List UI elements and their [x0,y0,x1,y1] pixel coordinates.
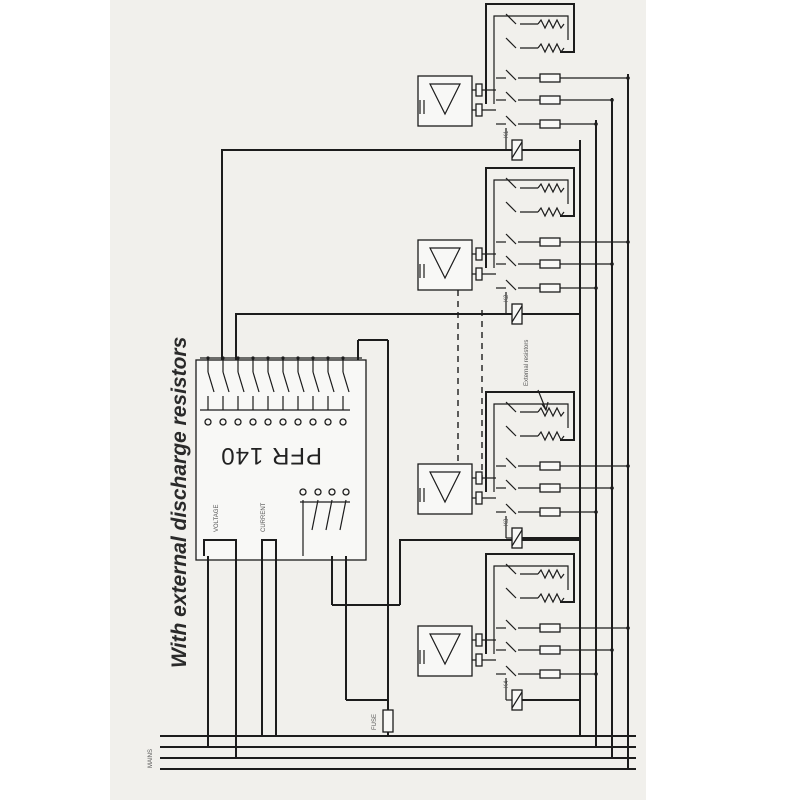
capacitor-bank [417,625,496,677]
phase-risers [579,74,629,769]
wiring-diagram: With external discharge resistors MAINS … [148,3,636,770]
aux-contact [505,425,517,437]
stage-label: K2 [504,294,510,302]
power-contact [496,91,614,105]
contactor-coil [505,128,580,161]
power-contact [496,665,598,679]
output-contact [204,356,215,426]
stage-fuse [539,483,561,493]
control-fuse: FUSE [372,709,394,736]
stage-fuse [539,73,561,83]
stage-label: K4 [504,680,510,688]
discharge-resistor [520,430,565,442]
stage-fuse [539,259,561,269]
stage-fuse [539,669,561,679]
stage-fuse [539,461,561,471]
output-contact [279,356,290,426]
aux-contact [505,401,517,413]
stage-fuse [539,95,561,105]
discharge-resistor [520,42,565,54]
diagram-sheet: With external discharge resistors MAINS … [110,0,646,800]
stage-fuse [539,237,561,247]
discharge-resistor [520,18,565,30]
alarm-contacts [299,488,350,556]
power-contact [496,619,630,633]
contactor-coil [505,678,580,711]
power-contact [496,115,598,129]
aux-contact [505,587,517,599]
discharge-resistor [520,592,565,604]
capacitor-stage: K1 [417,3,630,161]
contactor-coil [505,292,580,325]
output-terminals [200,356,362,426]
external-resistors-note [537,389,549,412]
current-input-label: CURRENT [261,502,267,532]
contactor-coil [505,516,580,549]
output-contact [309,356,320,426]
output-contact [294,356,305,426]
discharge-resistor [520,182,565,194]
stage-fuse [539,119,561,129]
output-contact [219,356,230,426]
stage-label: K1 [504,130,510,138]
capacitor-bank [417,75,496,127]
pfr140-controller: PFR 140 VOLTAGE CURRENT [195,356,367,561]
capacitor-stage: K4 [417,553,630,711]
stage-fuse [539,507,561,517]
aux-contact [505,177,517,189]
power-contact [496,479,614,493]
discharge-resistor [520,206,565,218]
power-contact [496,255,614,269]
power-contact [496,279,598,293]
voltage-input-label: VOLTAGE [214,505,220,532]
stage-fuse [539,283,561,293]
controller-model: PFR 140 [220,442,322,469]
stage-fuse [539,645,561,655]
diagram-caption: With external discharge resistors [168,337,191,668]
stage-fuse [539,623,561,633]
output-contact [249,356,260,426]
external-resistors-label: External resistors [524,340,530,386]
discharge-resistor [520,568,565,580]
capacitor-bank [417,463,496,515]
mains-bus [160,735,636,770]
discharge-resistor [520,406,565,418]
aux-contact [505,201,517,213]
output-contact [324,356,335,426]
capacitor-stage: K2 [417,167,630,325]
mains-label: MAINS [148,749,154,768]
continuation-lines [457,290,629,480]
fuse-label: FUSE [372,714,378,730]
aux-contact [505,13,517,25]
output-contact [339,356,350,426]
power-contact [496,233,630,247]
power-contact [496,69,630,83]
aux-contact [505,37,517,49]
capacitor-bank [417,239,496,291]
aux-contact [505,563,517,575]
stage-label: K3 [504,518,510,526]
power-contact [496,503,598,517]
power-contact [496,641,614,655]
controller-bus-wiring [207,339,400,758]
output-contact [264,356,275,426]
capacitor-stage: K3 [417,391,630,549]
power-contact [496,457,630,471]
output-contact [234,356,245,426]
